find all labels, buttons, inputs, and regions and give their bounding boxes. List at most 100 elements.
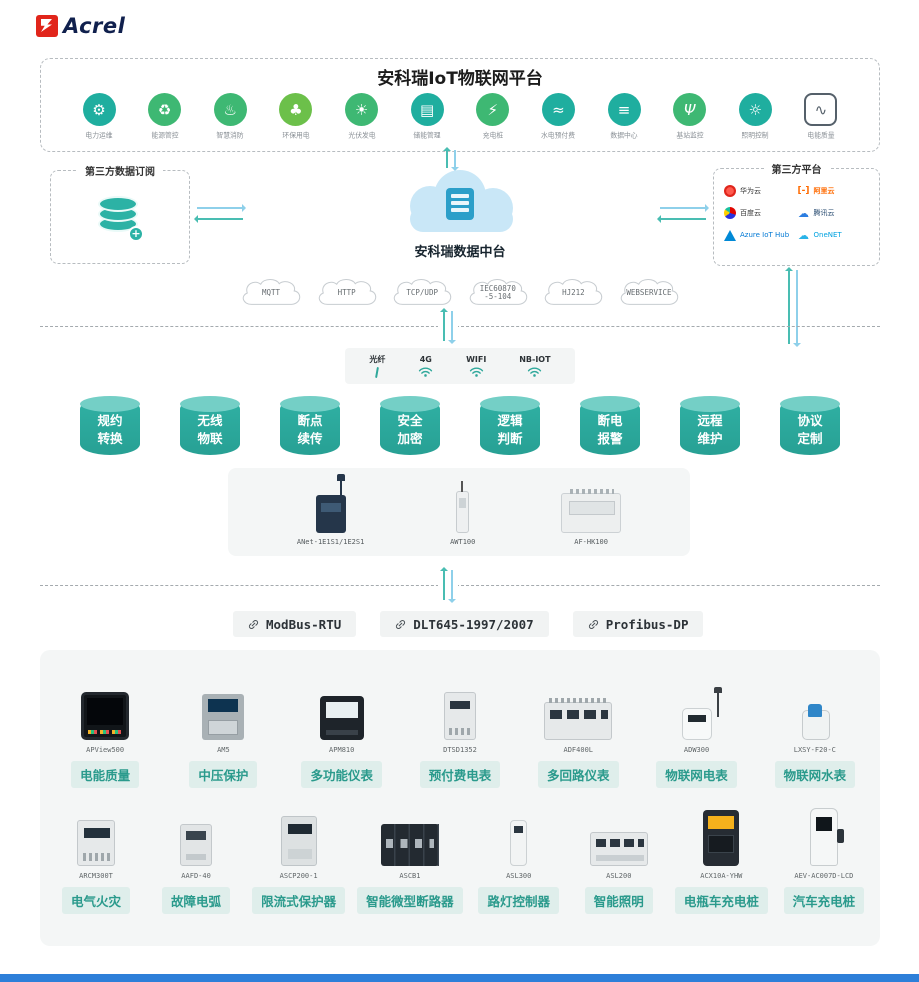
brand-name: Acrel (63, 14, 126, 38)
third-party-subscription-box: 第三方数据订阅 (50, 163, 190, 264)
provider-azure-iot-hub: Azure IoT Hub (724, 229, 796, 241)
4g-signal-icon (418, 366, 433, 377)
provider-alibaba-cloud: [-]阿里云 (797, 185, 835, 196)
provider-list: 华为云 [-]阿里云 百度云 ☁腾讯云 Azure IoT Hub ☁OneNE… (714, 169, 879, 249)
asl200-image (589, 832, 648, 866)
link-icon (588, 619, 599, 630)
down-arrow-icon (793, 270, 801, 347)
adf400l-image (544, 698, 613, 740)
category-badge: 智能照明 (584, 887, 653, 914)
up-arrow-icon (440, 308, 448, 341)
database-icon (96, 196, 144, 244)
app-label: 水电预付费 (541, 131, 576, 140)
left-arrow-icon (657, 215, 706, 223)
platform-title: 安科瑞IoT物联网平台 (377, 69, 543, 89)
smart-fire-icon: ♨ (213, 93, 247, 126)
app-item-ev-charging: ⚡充电桩 (463, 93, 523, 141)
app-label: 能源管控 (151, 131, 179, 140)
app-item-eco-power: ♣环保用电 (266, 93, 326, 141)
exchange-arrows-rightside-vertical (785, 267, 801, 347)
left-box-title: 第三方数据订阅 (77, 163, 163, 178)
gateway-device-box: ANet-1E1S1/1E2S1 AWT100 AF-HK100 (228, 468, 690, 556)
gateway-awt100: AWT100 (450, 481, 475, 546)
app-item-energy-storage: ▤储能管理 (397, 93, 457, 141)
pv-power-icon: ☀ (345, 93, 378, 126)
category-badge: 电瓶车充电桩 (674, 887, 768, 914)
exchange-arrows-right (657, 204, 709, 223)
third-party-platform-box: 第三方平台 华为云 [-]阿里云 百度云 ☁腾讯云 Azure IoT Hub … (713, 161, 880, 266)
app-item-lighting-control: ☼ 照明控制 (725, 93, 785, 141)
data-platform-title: 安科瑞数据中台 (414, 245, 506, 260)
wifi-icon (469, 366, 484, 377)
exchange-arrows-left (194, 204, 246, 223)
protocol-cloud-iec60870: IEC60870 -5-104 (465, 277, 531, 309)
connectivity-wifi: WIFI (466, 355, 486, 377)
exchange-arrows-platform-cloud (443, 147, 459, 171)
field-protocol-row: ModBus-RTU DLT645-1997/2007 Profibus-DP (233, 611, 704, 637)
apm810-image (319, 696, 364, 740)
down-arrow-icon (451, 150, 459, 171)
anet-gateway-image (315, 474, 346, 533)
aev-ac007d-lcd-image (809, 808, 844, 866)
baidu-cloud-icon (724, 207, 736, 219)
apview500-image (81, 692, 130, 740)
plus-badge-icon (128, 226, 144, 242)
category-badge: 电气火灾 (62, 887, 131, 914)
acrel-logo: Acrel (36, 14, 125, 38)
category-badge: 中压保护 (189, 761, 258, 788)
provider-huawei-cloud: 华为云 (724, 185, 796, 197)
azure-iot-hub-icon (724, 229, 736, 241)
app-item-base-station: Ψ 基站监控 (660, 93, 720, 141)
app-label: 充电桩 (482, 131, 503, 140)
connectivity-nb-iot: NB-IOT (519, 355, 551, 377)
app-item-energy-control: ♻ 能源管控 (135, 93, 195, 141)
category-badge: 预付费电表 (419, 761, 501, 788)
dashed-divider (40, 585, 880, 586)
category-badge: 电能质量 (71, 761, 140, 788)
data-middle-platform: 安科瑞数据中台 (385, 166, 535, 260)
exchange-arrows-divider2 (438, 567, 458, 603)
up-arrow-icon (443, 147, 451, 168)
adw300-image (681, 687, 722, 740)
category-badge: 物联网电表 (656, 761, 737, 788)
category-badge: 故障电弧 (162, 887, 231, 914)
lighting-control-icon: ☼ (738, 93, 772, 126)
app-label: 照明控制 (741, 131, 769, 140)
app-label: 储能管理 (413, 131, 441, 140)
category-badge: 智能微型断路器 (357, 887, 463, 914)
category-badge: 汽车充电桩 (783, 887, 865, 914)
protocol-dlt645: DLT645-1997/2007 (380, 611, 549, 637)
connectivity-fiber: 光纤 (369, 354, 385, 378)
link-icon (248, 619, 259, 630)
iot-platform-box: 安科瑞IoT物联网平台 ⚙电力运维 ♻能源管控 ♨智慧消防 ♣环保用电 ☀光伏发… (40, 58, 880, 152)
feature-encryption: 安全 加密 (380, 396, 440, 455)
connectivity-bar: 光纤 4G WIFI NB-IOT (345, 348, 575, 384)
category-badge: 限流式保护器 (252, 887, 346, 914)
protocol-modbus-rtu: ModBus-RTU (233, 611, 357, 637)
app-label: 基站监控 (676, 131, 704, 140)
dtsd1352-image (443, 692, 476, 740)
protocol-cloud-http: HTTP (314, 277, 380, 309)
provider-onenet: ☁OneNET (798, 228, 842, 242)
lxsy-f20-c-image (798, 704, 832, 740)
dashed-divider (40, 326, 880, 327)
feature-resume-transfer: 断点 续传 (280, 396, 340, 455)
category-badge: 物联网水表 (774, 761, 856, 788)
right-arrow-icon (660, 204, 709, 212)
energy-control-icon: ♻ (148, 93, 182, 126)
am5-image (202, 694, 245, 740)
up-arrow-icon (785, 267, 793, 344)
base-station-icon: Ψ (673, 93, 707, 126)
feature-custom-protocol: 协议 定制 (780, 396, 840, 455)
